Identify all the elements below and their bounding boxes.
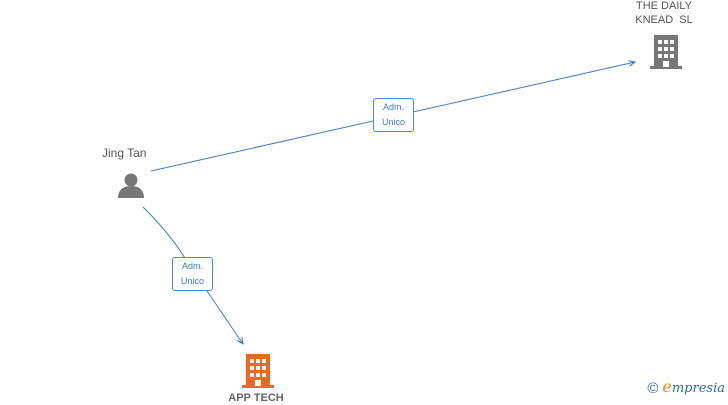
brand-initial: e	[662, 377, 672, 396]
node-label-line: THE DAILY	[635, 0, 693, 12]
edge-label-line: Adm.	[382, 102, 404, 112]
edge-label-role: Adm. Unico	[373, 98, 414, 132]
edge-label-line: Unico	[180, 276, 204, 286]
building-icon[interactable]	[650, 35, 682, 69]
brand-logo: ©empresia	[647, 377, 725, 397]
copyright-symbol: ©	[647, 380, 659, 397]
edge-label-role: Adm. Unico	[172, 257, 213, 291]
brand-name: mpresia	[671, 381, 725, 396]
person-icon[interactable]	[118, 173, 144, 199]
edge-label-line: Unico	[381, 117, 405, 127]
building-icon[interactable]	[242, 354, 274, 388]
node-label-company-bottom[interactable]: APP TECH	[228, 392, 284, 404]
node-label-line: KNEAD SL	[635, 14, 693, 26]
node-label-company-top[interactable]: THE DAILY KNEAD SL	[626, 0, 702, 27]
edge-label-line: Adm.	[181, 261, 203, 271]
node-label-person[interactable]: Jing Tan	[102, 146, 147, 160]
